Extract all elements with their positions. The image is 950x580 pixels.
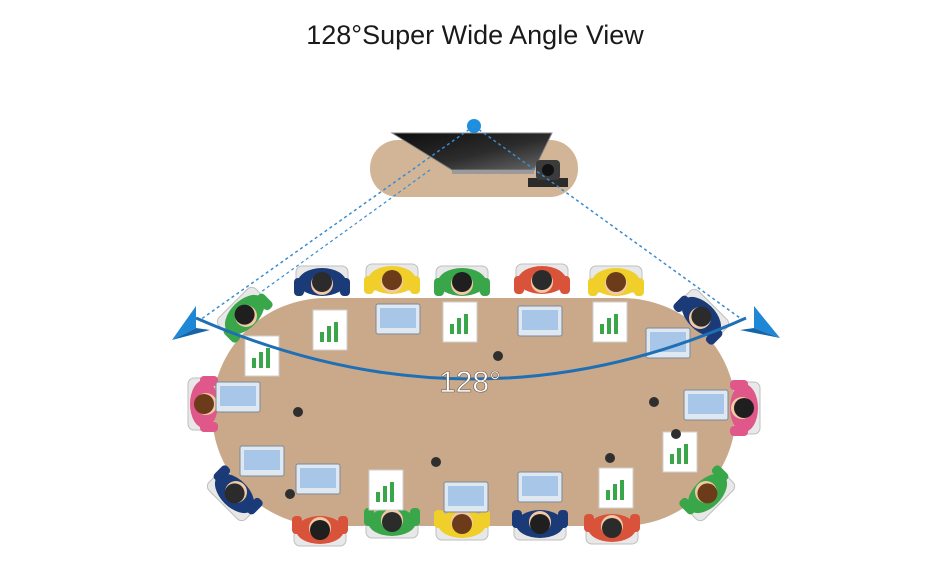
person-icon [673,295,723,345]
chart-paper-icon [598,467,634,509]
fov-left-line [199,125,475,321]
arrow-left-icon-2 [172,328,210,340]
cup-icon [293,407,303,417]
chart-paper-icon [662,431,698,473]
person-icon [434,268,490,296]
cup-icon [493,351,503,361]
cup-icon [285,489,295,499]
person-icon [364,508,420,536]
chart-paper-icon [368,469,404,511]
laptop-icon [517,305,563,337]
person-icon [512,510,568,538]
laptop-icon [295,463,341,495]
laptop-icon [239,445,285,477]
laptop-icon [375,303,421,335]
person-icon [514,266,570,294]
person-icon [434,510,490,538]
fov-right-line [473,125,741,319]
person-icon [364,266,420,294]
person-icon [213,465,263,515]
person-icon [292,516,348,544]
cup-icon [649,397,659,407]
ptz-camera-icon [528,160,568,187]
angle-arc [195,316,747,381]
cup-icon [431,457,441,467]
cup-icon [671,429,681,439]
cup-icon [605,453,615,463]
laptop-icon [517,471,563,503]
angle-label: 128° [439,366,501,399]
people [190,266,758,544]
chart-paper-icon [312,309,348,351]
laptop-icon [683,389,729,421]
arrow-left-icon [172,306,196,340]
arrow-right-icon [754,306,780,338]
person-icon [730,380,758,436]
chart-paper-icon [442,301,478,343]
person-icon [584,514,640,542]
arrow-right-icon-2 [740,328,780,338]
laptop-icon [215,381,261,413]
chart-paper-icon [592,301,628,343]
person-icon [190,376,218,432]
person-icon [679,465,729,515]
person-icon [294,268,350,296]
person-icon [223,293,273,343]
page-title: 128°Super Wide Angle View [306,20,644,50]
person-icon [588,268,644,296]
laptop-icon [443,481,489,513]
